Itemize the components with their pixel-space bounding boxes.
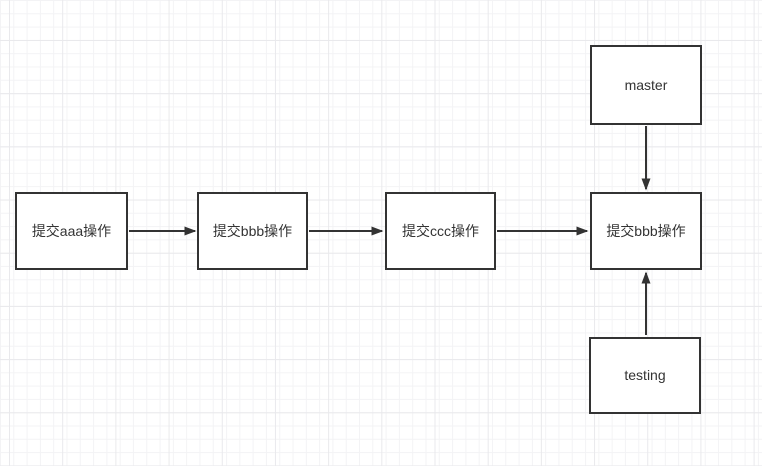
node-commit-aaa[interactable]: 提交aaa操作	[15, 192, 128, 270]
node-commit-bbb-2[interactable]: 提交bbb操作	[590, 192, 702, 270]
node-commit-ccc-label: 提交ccc操作	[402, 222, 479, 239]
node-commit-bbb-2-label: 提交bbb操作	[606, 222, 686, 239]
node-testing-label: testing	[624, 367, 666, 384]
node-master[interactable]: master	[590, 45, 702, 125]
node-commit-bbb-1[interactable]: 提交bbb操作	[197, 192, 308, 270]
node-commit-aaa-label: 提交aaa操作	[31, 222, 112, 239]
node-commit-bbb-1-label: 提交bbb操作	[212, 222, 293, 239]
node-master-label: master	[624, 76, 668, 93]
node-testing[interactable]: testing	[589, 337, 701, 414]
node-commit-ccc[interactable]: 提交ccc操作	[385, 192, 496, 270]
